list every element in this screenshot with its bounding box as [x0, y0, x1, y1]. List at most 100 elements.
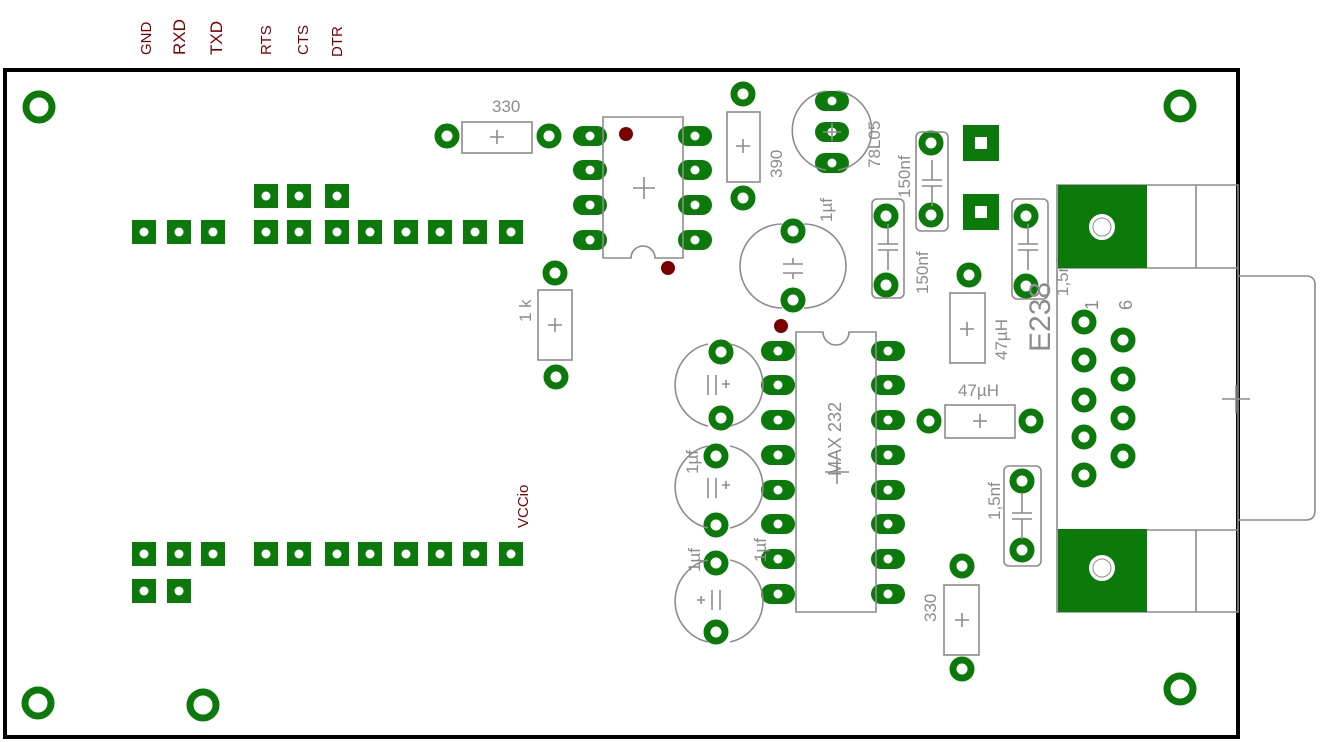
round-pad [1071, 309, 1097, 335]
square-pad [325, 184, 349, 208]
square-pad [254, 542, 278, 566]
cap-1uf-b-label: 1µf [683, 450, 702, 474]
oval-pad [761, 514, 795, 534]
max232-label: MAX 232 [825, 402, 845, 476]
oval-pad [761, 445, 795, 465]
round-pad [708, 339, 734, 365]
round-pad [1071, 462, 1097, 488]
round-pad [780, 287, 806, 313]
max232-outline [795, 331, 877, 613]
round-pad [1110, 366, 1136, 392]
oval-pad [573, 195, 607, 215]
square-pad [499, 542, 523, 566]
oval-pad [678, 230, 712, 250]
oval-pad [761, 341, 795, 361]
round-pad [956, 262, 982, 288]
resistor-1k-label: 1 k [516, 299, 535, 322]
round-pad [543, 364, 569, 390]
oval-pad [761, 584, 795, 604]
round-pad [730, 185, 756, 211]
resistor-330-bottom-body [943, 584, 980, 656]
round-pad [873, 203, 899, 229]
resistor-1k-body [537, 289, 573, 361]
oval-pad [871, 584, 905, 604]
round-pad [918, 202, 944, 228]
svg-text:6: 6 [1116, 300, 1136, 310]
round-pad [703, 443, 729, 469]
round-pad [542, 260, 568, 286]
square-pad [132, 579, 156, 603]
oval-pad [871, 549, 905, 569]
round-pad [949, 656, 975, 682]
resistor-330-bottom-label: 330 [921, 594, 940, 622]
square-pad [358, 542, 382, 566]
cap-1-5nf-bottom-label: 1,5nf [985, 482, 1004, 520]
square-pad [463, 542, 487, 566]
round-pad [1110, 405, 1136, 431]
resistor-330-top-body [461, 121, 533, 154]
oval-pad [815, 153, 849, 173]
svg-text:1: 1 [1082, 300, 1102, 310]
square-pad [358, 220, 382, 244]
mounting-hole [1163, 89, 1197, 123]
signal-label-rts: RTS [258, 25, 275, 55]
inductor-47uh-b-label: 47µH [958, 381, 999, 400]
square-pad [428, 220, 452, 244]
oval-pad [678, 160, 712, 180]
round-pad [536, 123, 562, 149]
oval-pad [573, 230, 607, 250]
signal-label-dtr: DTR [329, 26, 346, 57]
square-pad [254, 220, 278, 244]
mounting-hole [1163, 672, 1197, 706]
inductor-47uh-a-label: 47µH [992, 319, 1011, 360]
square-pad [132, 220, 156, 244]
resistor-390-body [726, 111, 761, 183]
db9-connector: E238 1 6 [1024, 184, 1316, 613]
inductor-47uh-a-body [949, 292, 986, 364]
square-pad [201, 220, 225, 244]
signal-label-cts: CTS [295, 25, 312, 55]
mounting-hole [22, 90, 56, 124]
square-pad [325, 542, 349, 566]
square-pad [428, 542, 452, 566]
oval-pad [871, 375, 905, 395]
inductor-47uh-b-body [944, 404, 1016, 439]
oval-pad [871, 410, 905, 430]
oval-pad [871, 445, 905, 465]
vccio-label: VCCio [515, 485, 532, 528]
round-pad [1013, 203, 1039, 229]
round-pad [1071, 347, 1097, 373]
resistor-330-top-label: 330 [492, 97, 520, 116]
oval-pad [815, 91, 849, 111]
round-pad [949, 553, 975, 579]
round-pad [703, 512, 729, 538]
signal-label-txd: TXD [207, 21, 226, 55]
square-pad [287, 184, 311, 208]
square-pad [132, 542, 156, 566]
oval-pad [871, 341, 905, 361]
round-pad [1013, 273, 1039, 299]
cap-1uf-b-outline [674, 343, 764, 427]
square-pad [325, 220, 349, 244]
ic-8pin-outline [602, 116, 684, 259]
cap-150nf-b-label: 150nf [913, 251, 932, 294]
signal-label-gnd: GND [138, 22, 155, 56]
cap-1uf-a-outline [739, 223, 847, 309]
cap-1uf-d-outline [674, 559, 764, 643]
oval-pad [871, 514, 905, 534]
round-pad [1110, 327, 1136, 353]
cap-1-5nf-top-body [1011, 198, 1049, 300]
round-pad [708, 405, 734, 431]
round-pad [873, 272, 899, 298]
round-pad [918, 130, 944, 156]
oval-pad [678, 195, 712, 215]
square-pad [201, 542, 225, 566]
resistor-390-label: 390 [767, 150, 786, 178]
cap-150nf-a-body [915, 131, 949, 232]
square-pad [167, 542, 191, 566]
signal-label-rxd: RXD [170, 19, 189, 55]
round-pad [916, 408, 942, 434]
oval-pad [761, 480, 795, 500]
oval-pad [761, 375, 795, 395]
